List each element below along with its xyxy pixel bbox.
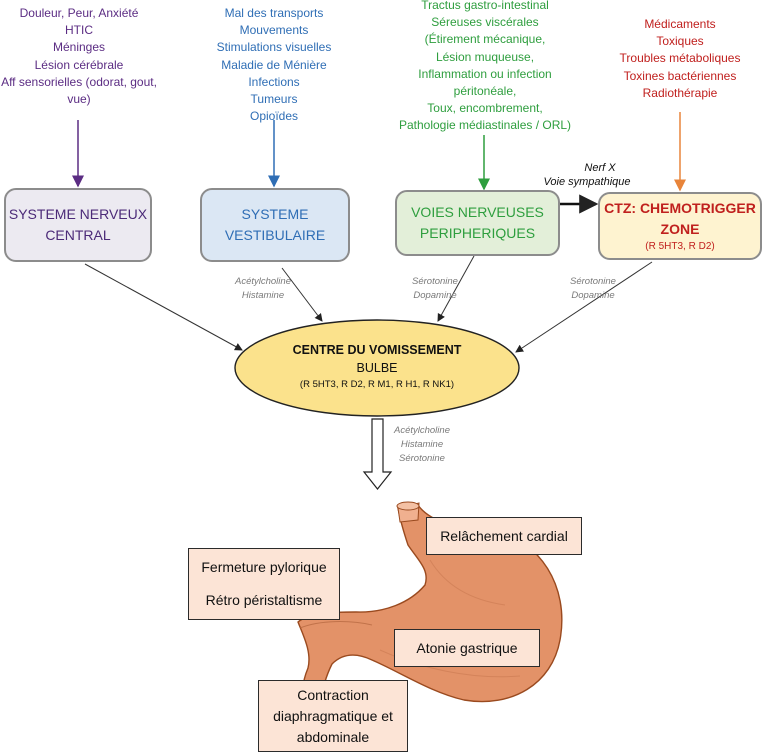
peripheral-cause-item: Lésion muqueuse, [435, 49, 535, 64]
peripheral-cause-item: Pathologie médiastinales / ORL) [398, 118, 572, 133]
cns-cause-item: Lésion cérébrale [34, 57, 124, 72]
effect-text: Fermeture pylorique [201, 559, 327, 575]
vomiting-center-text: CENTRE DU VOMISSEMENT BULBE (R 5HT3, R D… [235, 341, 519, 392]
cns-box-line: SYSTEME NERVEUX [8, 206, 148, 222]
ctz-to-center-arrow [515, 261, 653, 353]
vestibular-cause-item: Infections [248, 74, 300, 89]
vagus-link-label: Nerf X Voie sympathique [528, 161, 646, 189]
peripheral-to-center-arrow [437, 255, 475, 322]
neurotransmitter-item: Histamine [400, 439, 444, 450]
neurotransmitter-item: Sérotonine [570, 276, 616, 287]
ctz-cause-item: Médicaments [644, 17, 716, 31]
neurotransmitter-item: Acétylcholine [394, 425, 450, 436]
effect-text: Rétro péristaltisme [205, 592, 323, 608]
diaphragmatic-contraction-box: Contraction diaphragmatique et abdominal… [258, 680, 408, 752]
neurotransmitter-item: Histamine [241, 290, 285, 301]
vestibular-cause-item: Mouvements [239, 23, 309, 38]
vestibular-box-line: SYSTEME [241, 206, 309, 222]
center-receptors: (R 5HT3, R D2, R M1, R H1, R NK1) [299, 379, 455, 390]
peripheral-cause-item: Séreuses viscérales [431, 15, 539, 30]
cns-cause-item: Méninges [52, 40, 106, 55]
effect-text: Relâchement cardial [440, 527, 568, 544]
peripheral-box: VOIES NERVEUSES PERIPHERIQUES [395, 190, 560, 256]
vestibular-cause-item: Stimulations visuelles [216, 40, 332, 55]
vestibular-box-line: VESTIBULAIRE [224, 227, 326, 243]
effect-text: Atonie gastrique [416, 639, 518, 656]
neurotransmitter-item: Dopamine [413, 290, 457, 301]
vagus-link-label-line: Voie sympathique [543, 176, 631, 188]
ctz-box-receptors: (R 5HT3, R D2) [645, 241, 715, 252]
neurotransmitter-item: Acétylcholine [235, 276, 291, 287]
ctz-box: CTZ: CHEMOTRIGGER ZONE (R 5HT3, R D2) [598, 192, 762, 260]
effect-text: abdominale [296, 728, 370, 745]
peripheral-cause-item: Inflammation ou infection [418, 66, 552, 81]
cns-cause-item: vue) [67, 92, 91, 107]
peripheral-cause-item: péritonéale, [453, 84, 517, 99]
ctz-box-title: ZONE [660, 221, 700, 237]
center-subtitle: BULBE [356, 361, 398, 375]
cns-to-center-arrow [84, 263, 243, 351]
ctz-cause-item: Toxines bactériennes [623, 68, 737, 83]
cns-box: SYSTEME NERVEUX CENTRAL [4, 188, 152, 262]
cns-cause-item: Aff sensorielles (odorat, gout, [1, 74, 157, 89]
gastric-atony-box: Atonie gastrique [394, 629, 540, 667]
vestibular-box: SYSTEME VESTIBULAIRE [200, 188, 350, 262]
ctz-cause-item: Troubles métaboliques [619, 51, 741, 66]
peripheral-box-line: VOIES NERVEUSES [411, 204, 544, 220]
effect-text: diaphragmatique et [273, 707, 393, 724]
ctz-neurotransmitters: Sérotonine Dopamine [558, 275, 628, 303]
peripheral-cause-item: Tractus gastro-intestinal [421, 0, 549, 12]
vagus-link-label-line: Nerf X [584, 162, 616, 174]
vestibular-to-center-arrow [281, 267, 323, 322]
peripheral-cause-item: Toux, encombrement, [427, 101, 543, 116]
peripheral-causes-list: Tractus gastro-intestinal Séreuses viscé… [390, 0, 580, 135]
vomiting-center-ellipse [234, 319, 520, 417]
cardia-relaxation-box: Relâchement cardial [426, 517, 582, 555]
output-neurotransmitters: Acétylcholine Histamine Sérotonine [384, 424, 460, 466]
cns-cause-item: HTIC [65, 23, 93, 38]
vestibular-cause-item: Mal des transports [224, 6, 324, 20]
ctz-box-title: CTZ: CHEMOTRIGGER [604, 200, 756, 216]
center-title: CENTRE DU VOMISSEMENT [292, 343, 462, 357]
vestibular-causes-list: Mal des transports Mouvements Stimulatio… [204, 5, 344, 125]
peripheral-box-line: PERIPHERIQUES [419, 225, 536, 241]
cns-cause-item: Douleur, Peur, Anxiété [19, 6, 139, 20]
vestibular-cause-item: Maladie de Ménière [221, 57, 327, 72]
output-hollow-arrow [362, 418, 393, 490]
cns-causes-list: Douleur, Peur, Anxiété HTIC Méninges Lés… [0, 5, 158, 108]
neurotransmitter-item: Dopamine [571, 290, 615, 301]
vestibular-neurotransmitters: Acétylcholine Histamine [220, 275, 306, 303]
ctz-cause-item: Radiothérapie [642, 85, 718, 100]
cns-box-line: CENTRAL [45, 227, 111, 243]
vestibular-cause-item: Tumeurs [250, 92, 298, 107]
ctz-causes-list: Médicaments Toxiques Troubles métaboliqu… [610, 16, 750, 102]
peripheral-cause-item: (Étirement mécanique, [424, 32, 546, 47]
pylorus-effects-box: Fermeture pylorique Rétro péristaltisme [188, 548, 340, 620]
ctz-cause-item: Toxiques [656, 34, 704, 49]
effect-text: Contraction [297, 686, 369, 703]
vestibular-cause-item: Opioïdes [249, 109, 299, 124]
neurotransmitter-item: Sérotonine [412, 276, 458, 287]
neurotransmitter-item: Sérotonine [399, 453, 445, 464]
peripheral-neurotransmitters: Sérotonine Dopamine [400, 275, 470, 303]
